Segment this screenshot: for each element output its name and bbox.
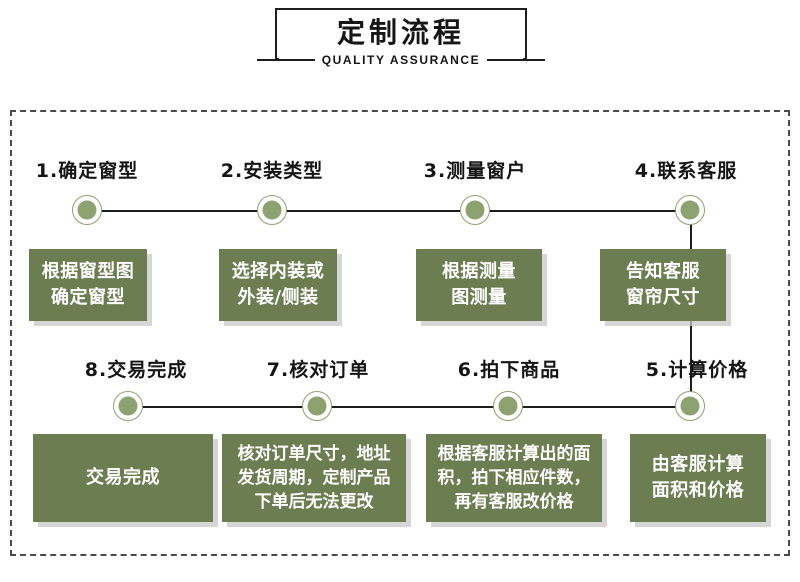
flow-card-6: 根据客服计算出的面 积，拍下相应件数， 再有客服改价格 (426, 434, 602, 522)
step-label-2: 2.安装类型 (220, 160, 324, 182)
flow-card-2: 选择内装或 外装/侧装 (219, 249, 337, 321)
step-label-7: 7.核对订单 (266, 359, 370, 381)
flow-diagram-frame (10, 110, 790, 556)
flow-node-8[interactable] (113, 391, 143, 421)
flow-card-7-text: 核对订单尺寸，地址 发货周期，定制产品 下单后无法更改 (237, 443, 391, 513)
flow-card-2-text: 选择内装或 外装/侧装 (231, 261, 325, 308)
flow-node-6[interactable] (493, 391, 523, 421)
flow-rail-row1 (87, 210, 690, 212)
flow-card-4-text: 告知客服 窗帘尺寸 (626, 261, 700, 308)
flow-card-8-text: 交易完成 (86, 467, 160, 489)
step-label-5: 5.计算价格 (645, 359, 749, 381)
page-title: 定制流程 (336, 16, 465, 49)
flow-card-4: 告知客服 窗帘尺寸 (600, 249, 726, 321)
flow-node-3[interactable] (460, 195, 490, 225)
flow-node-1[interactable] (72, 195, 102, 225)
step-label-4: 4.联系客服 (634, 160, 738, 182)
flow-rail-row2 (128, 406, 690, 408)
step-label-1: 1.确定窗型 (35, 160, 139, 182)
step-label-8: 8.交易完成 (84, 359, 188, 381)
subtitle-rule-right (487, 59, 546, 61)
header-subtitle-group: QUALITY ASSURANCE (255, 51, 547, 69)
flow-card-5-text: 由客服计算 面积和价格 (651, 454, 745, 501)
flow-card-3-text: 根据测量 图测量 (442, 261, 516, 308)
flow-node-2[interactable] (257, 195, 287, 225)
header-subtitle: QUALITY ASSURANCE (321, 53, 481, 67)
flow-card-7: 核对订单尺寸，地址 发货周期，定制产品 下单后无法更改 (222, 434, 406, 522)
flow-card-3: 根据测量 图测量 (416, 249, 542, 321)
flow-card-6-text: 根据客服计算出的面 积，拍下相应件数， 再有客服改价格 (437, 443, 591, 513)
flow-node-4[interactable] (675, 195, 705, 225)
flow-card-5: 由客服计算 面积和价格 (630, 434, 766, 522)
flow-node-7[interactable] (302, 391, 332, 421)
step-label-6: 6.拍下商品 (457, 359, 561, 381)
header-subtitle-mask (279, 52, 523, 68)
flow-node-5[interactable] (675, 391, 705, 421)
step-label-3: 3.测量窗户 (423, 160, 527, 182)
flow-card-1: 根据窗型图 确定窗型 (29, 249, 147, 321)
flow-card-8: 交易完成 (33, 434, 213, 522)
subtitle-rule-left (256, 59, 315, 61)
flow-card-1-text: 根据窗型图 确定窗型 (41, 261, 135, 308)
